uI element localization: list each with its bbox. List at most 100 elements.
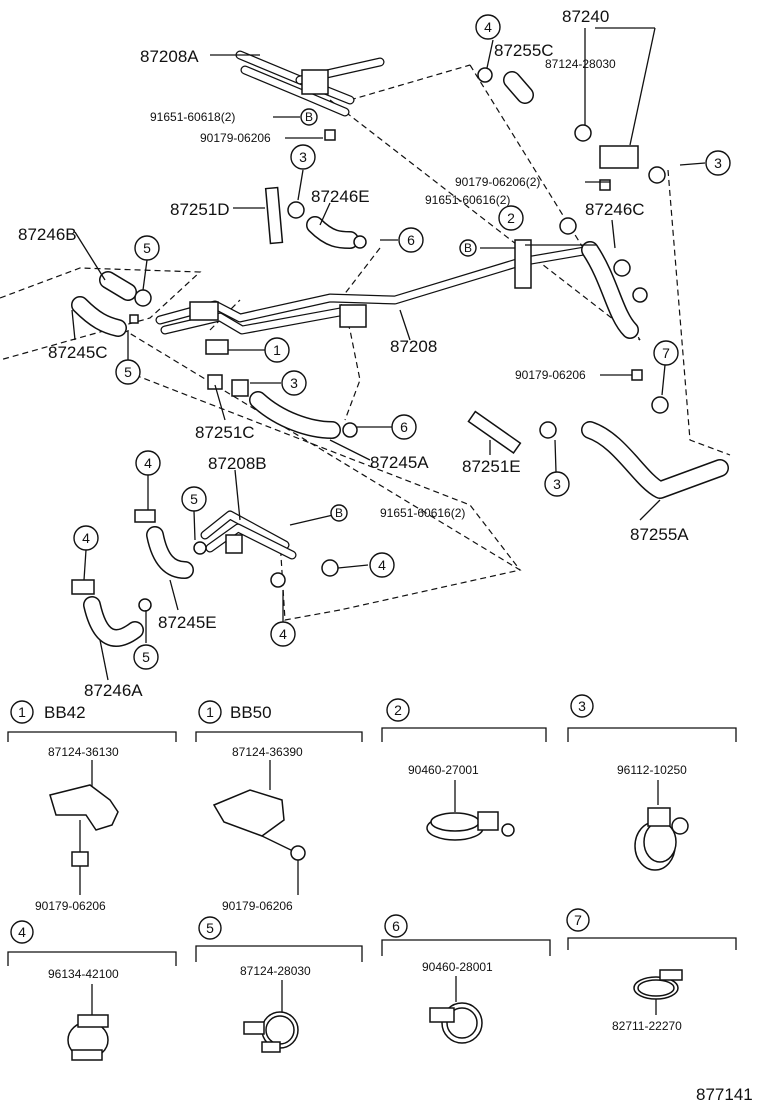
callout-2-icon: 2 xyxy=(498,205,524,231)
svg-text:6: 6 xyxy=(407,232,415,248)
legend-bb50-title: BB50 xyxy=(230,703,272,722)
label-87208A: 87208A xyxy=(140,47,199,66)
legend-82711-22270: 82711-22270 xyxy=(612,1019,682,1033)
figure-id: 877141 xyxy=(696,1085,753,1104)
callout-7-icon: 7 xyxy=(653,340,679,366)
label-87245C: 87245C xyxy=(48,343,108,362)
label-87208: 87208 xyxy=(390,337,437,356)
svg-text:5: 5 xyxy=(142,649,150,665)
callout-b-icon: B xyxy=(330,504,348,522)
svg-text:1: 1 xyxy=(206,704,214,720)
callout-4-icon: 4 xyxy=(135,450,161,476)
legend-item-6: 6 90460-28001 xyxy=(381,914,551,1044)
legend-item-1a: 1 BB42 87124-36130 90179-06206 xyxy=(7,700,177,913)
callout-3-icon: 3 xyxy=(290,144,316,170)
label-87251C: 87251C xyxy=(195,423,255,442)
legend-90179-06206-a: 90179-06206 xyxy=(35,899,106,913)
label-87124-28030-top: 87124-28030 xyxy=(545,57,616,71)
label-87245E: 87245E xyxy=(158,613,217,632)
label-90179-06206-c: 90179-06206 xyxy=(515,368,586,382)
pipe-87208B xyxy=(200,510,297,560)
callout-5-icon: 5 xyxy=(181,486,207,512)
svg-text:1: 1 xyxy=(273,342,281,358)
svg-text:3: 3 xyxy=(714,155,722,171)
svg-text:4: 4 xyxy=(82,530,90,546)
leader-lines xyxy=(71,27,706,681)
legend-96112-10250: 96112-10250 xyxy=(617,763,687,777)
svg-text:1: 1 xyxy=(18,704,26,720)
svg-text:B: B xyxy=(464,241,472,255)
callout-4-icon: 4 xyxy=(270,621,296,647)
legend-item-7: 7 82711-22270 xyxy=(566,908,737,1033)
diagram-callouts: 4 B 3 3 2 B 6 5 1 5 7 3 6 3 4 5 B 4 4 4 … xyxy=(73,14,731,670)
svg-text:3: 3 xyxy=(553,476,561,492)
legend-item-2: 2 90460-27001 xyxy=(381,698,547,841)
svg-text:4: 4 xyxy=(18,924,26,940)
label-87208B: 87208B xyxy=(208,454,267,473)
callout-b-icon: B xyxy=(300,108,318,126)
legend-90179-06206-b: 90179-06206 xyxy=(222,899,293,913)
legend-87124-36390: 87124-36390 xyxy=(232,745,303,759)
label-87240: 87240 xyxy=(562,7,609,26)
legend: 1 BB42 87124-36130 90179-06206 1 BB50 87… xyxy=(7,694,737,1061)
legend-90460-28001: 90460-28001 xyxy=(422,960,493,974)
label-87246E: 87246E xyxy=(311,187,370,206)
callout-5-icon: 5 xyxy=(133,644,159,670)
pipe-87208A xyxy=(235,50,385,117)
callout-1-icon: 1 xyxy=(264,337,290,363)
label-87246C: 87246C xyxy=(585,200,645,219)
label-91651-60618: 91651-60618(2) xyxy=(150,110,235,124)
svg-text:5: 5 xyxy=(190,491,198,507)
callout-5-icon: 5 xyxy=(115,359,141,385)
label-87245A: 87245A xyxy=(370,453,429,472)
callout-3-icon: 3 xyxy=(281,370,307,396)
svg-text:2: 2 xyxy=(507,210,515,226)
svg-text:4: 4 xyxy=(378,557,386,573)
svg-text:4: 4 xyxy=(279,626,287,642)
svg-text:2: 2 xyxy=(394,702,402,718)
legend-item-3: 3 96112-10250 xyxy=(567,694,737,871)
hoses xyxy=(71,71,729,647)
label-91651-60616-a: 91651-60616(2) xyxy=(425,193,510,207)
pipe-87208 xyxy=(155,239,595,335)
svg-text:7: 7 xyxy=(662,345,670,361)
label-87246A: 87246A xyxy=(84,681,143,700)
callout-4-icon: 4 xyxy=(369,552,395,578)
legend-item-5: 5 87124-28030 xyxy=(195,916,363,1053)
svg-text:6: 6 xyxy=(392,918,400,934)
label-87255C: 87255C xyxy=(494,41,554,60)
callout-5-icon: 5 xyxy=(134,235,160,261)
svg-text:5: 5 xyxy=(124,364,132,380)
legend-90460-27001: 90460-27001 xyxy=(408,763,479,777)
label-87251D: 87251D xyxy=(170,200,230,219)
legend-87124-28030: 87124-28030 xyxy=(240,964,311,978)
main-labels: 87240 87208A 87255C 87124-28030 91651-60… xyxy=(18,7,689,700)
svg-text:6: 6 xyxy=(400,419,408,435)
callout-4-icon: 4 xyxy=(73,525,99,551)
clamps xyxy=(134,67,669,612)
callout-b-icon: B xyxy=(459,239,477,257)
legend-96134-42100: 96134-42100 xyxy=(48,967,119,981)
callout-4-icon: 4 xyxy=(475,14,501,40)
callout-6-icon: 6 xyxy=(391,414,417,440)
label-91651-60616-c: 91651-60616(2) xyxy=(380,506,465,520)
label-87251E: 87251E xyxy=(462,457,521,476)
svg-text:B: B xyxy=(305,110,313,124)
label-87246B: 87246B xyxy=(18,225,77,244)
svg-text:3: 3 xyxy=(578,698,586,714)
label-87255A: 87255A xyxy=(630,525,689,544)
legend-item-1b: 1 BB50 87124-36390 90179-06206 xyxy=(195,700,363,913)
label-90179-06206-a: 90179-06206 xyxy=(200,131,271,145)
svg-text:B: B xyxy=(335,506,343,520)
callout-3-icon: 3 xyxy=(705,150,731,176)
callout-6-icon: 6 xyxy=(398,227,424,253)
legend-item-4: 4 96134-42100 xyxy=(7,920,177,1061)
svg-text:7: 7 xyxy=(574,912,582,928)
svg-text:4: 4 xyxy=(144,455,152,471)
callout-3-icon: 3 xyxy=(544,471,570,497)
legend-87124-36130: 87124-36130 xyxy=(48,745,119,759)
svg-text:5: 5 xyxy=(206,920,214,936)
connectors xyxy=(71,129,643,595)
label-90179-06206-b: 90179-06206(2) xyxy=(455,175,540,189)
